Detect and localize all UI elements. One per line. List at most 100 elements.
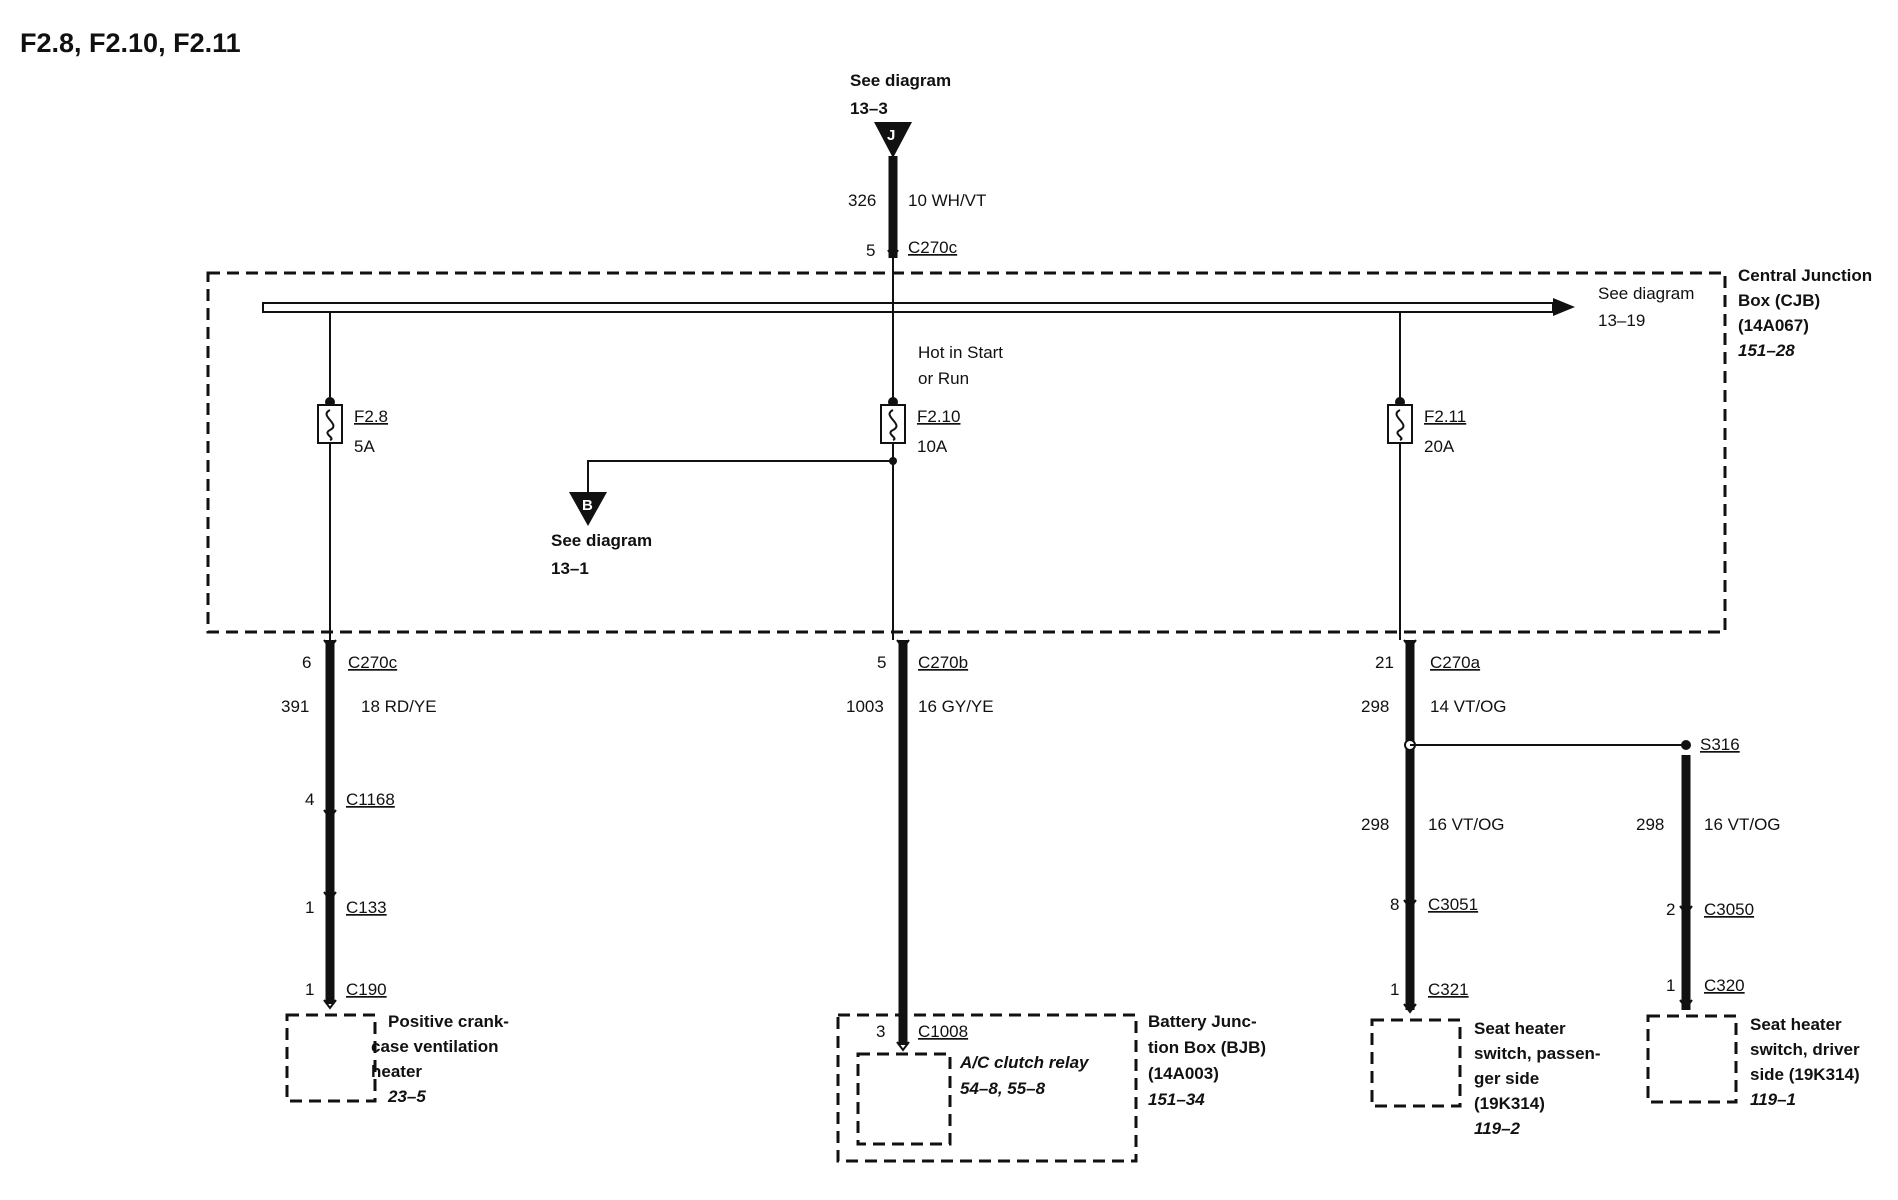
relay-ref: 54–8, 55–8 [960, 1079, 1046, 1098]
left-conn1: C270c [348, 653, 398, 672]
ac-clutch-relay-box [856, 1052, 952, 1146]
bus-ref-line2: 13–19 [1598, 311, 1645, 330]
middle-pin1: 5 [877, 653, 886, 672]
left-conn2: C1168 [346, 790, 395, 809]
top-wire-pin: 5 [866, 241, 875, 260]
bus-arrow [1553, 298, 1575, 316]
hot-line2: or Run [918, 369, 969, 388]
right-b-pin1: 2 [1666, 900, 1675, 919]
bjb-ref: 151–34 [1148, 1090, 1205, 1109]
page-title: F2.8, F2.10, F2.11 [20, 28, 241, 58]
fuse-f2-11-name: F2.11 [1424, 407, 1466, 426]
right-b-ref: 119–1 [1750, 1090, 1796, 1109]
top-wire-circuit: 326 [848, 191, 876, 210]
left-circuit: 391 [281, 697, 309, 716]
branch-ref-line1: See diagram [551, 531, 652, 550]
cjb-line1: Central Junction [1738, 266, 1872, 285]
top-wire-connector: C270c [908, 238, 958, 257]
right-pin1: 21 [1375, 653, 1394, 672]
right-b-load2: switch, driver [1750, 1040, 1860, 1059]
right-a-conn1: C3051 [1428, 895, 1478, 914]
fuse-f2-8 [317, 397, 343, 444]
right-b-conn2: C320 [1704, 976, 1745, 995]
bus-ref-line1: See diagram [1598, 284, 1694, 303]
right-a-circuit: 298 [1361, 815, 1389, 834]
connector-marker-b [569, 492, 607, 526]
cjb-ref: 151–28 [1738, 341, 1795, 360]
fuse-f2-8-name: F2.8 [354, 407, 388, 426]
right-a-pin1: 8 [1390, 895, 1399, 914]
arrow-c3051 [1403, 899, 1417, 910]
arrow-c3050 [1679, 905, 1693, 916]
marker-b-label: B [582, 497, 593, 514]
right-a-ref: 119–2 [1474, 1119, 1521, 1138]
left-pin1: 6 [302, 653, 311, 672]
arrow-c1008 [896, 1041, 910, 1052]
left-conn3: C133 [346, 898, 387, 917]
middle-conn2: C1008 [918, 1022, 968, 1041]
fuse-f2-8-rating: 5A [354, 437, 375, 456]
fuse-f2-11-rating: 20A [1424, 437, 1455, 456]
left-load3: heater [371, 1062, 422, 1081]
top-ref-line2: 13–3 [850, 99, 888, 118]
connector-marker-j [874, 122, 912, 158]
right-a-pin2: 1 [1390, 980, 1399, 999]
relay-line1: A/C clutch relay [959, 1053, 1090, 1072]
arrow-c190 [323, 999, 337, 1010]
bjb-line3: (14A003) [1148, 1064, 1219, 1083]
middle-conn1: C270b [918, 653, 968, 672]
arrow-c320 [1679, 999, 1693, 1010]
splice-point-right [1681, 740, 1691, 750]
right-a-conn2: C321 [1428, 980, 1469, 999]
right-circuit: 298 [1361, 697, 1389, 716]
right-a-load3: ger side [1474, 1069, 1539, 1088]
middle-circuit: 1003 [846, 697, 884, 716]
right-a-load4: (19K314) [1474, 1094, 1545, 1113]
marker-j-label: J [887, 127, 895, 144]
seat-heater-passenger-box [1370, 1018, 1462, 1108]
right-b-load1: Seat heater [1750, 1015, 1842, 1034]
right-b-load3: side (19K314) [1750, 1065, 1860, 1084]
right-b-circuit: 298 [1636, 815, 1664, 834]
right-a-load1: Seat heater [1474, 1019, 1566, 1038]
left-conn4: C190 [346, 980, 387, 999]
bus-bar [262, 302, 1554, 313]
right-a-spec: 16 VT/OG [1428, 815, 1505, 834]
seat-heater-driver-box [1646, 1014, 1738, 1104]
arrow-c270b [896, 639, 910, 650]
left-load1: Positive crank- [388, 1012, 509, 1031]
fuse-f2-10-name: F2.10 [917, 407, 960, 426]
bjb-line2: tion Box (BJB) [1148, 1038, 1266, 1057]
arrow-c1168 [323, 809, 337, 820]
cjb-box [206, 271, 1727, 634]
middle-spec: 16 GY/YE [918, 697, 994, 716]
bjb-box [836, 1013, 1138, 1163]
left-spec: 18 RD/YE [361, 697, 437, 716]
arrow-c133 [323, 891, 337, 902]
left-pin3: 1 [305, 898, 314, 917]
left-load2: case ventilation [371, 1037, 499, 1056]
right-b-conn1: C3050 [1704, 900, 1754, 919]
left-pin2: 4 [305, 790, 314, 809]
left-load-ref: 23–5 [387, 1087, 426, 1106]
right-b-pin2: 1 [1666, 976, 1675, 995]
right-conn1: C270a [1430, 653, 1481, 672]
right-b-spec: 16 VT/OG [1704, 815, 1781, 834]
cjb-line3: (14A067) [1738, 316, 1809, 335]
fuse-f2-10-rating: 10A [917, 437, 948, 456]
fuse-f2-11 [1387, 397, 1413, 444]
fuse-f2-10 [880, 397, 906, 444]
right-a-load2: switch, passen- [1474, 1044, 1601, 1063]
left-pin4: 1 [305, 980, 314, 999]
top-wire-spec: 10 WH/VT [908, 191, 986, 210]
bjb-line1: Battery Junc- [1148, 1012, 1257, 1031]
arrow-c270a [1403, 639, 1417, 650]
top-ref-line1: See diagram [850, 71, 951, 90]
arrow-c270c-left [323, 639, 337, 650]
branch-ref-line2: 13–1 [551, 559, 589, 578]
branch-wire [587, 460, 893, 492]
splice-label: S316 [1700, 735, 1740, 754]
right-spec: 14 VT/OG [1430, 697, 1507, 716]
pcv-heater-box [285, 1013, 377, 1103]
